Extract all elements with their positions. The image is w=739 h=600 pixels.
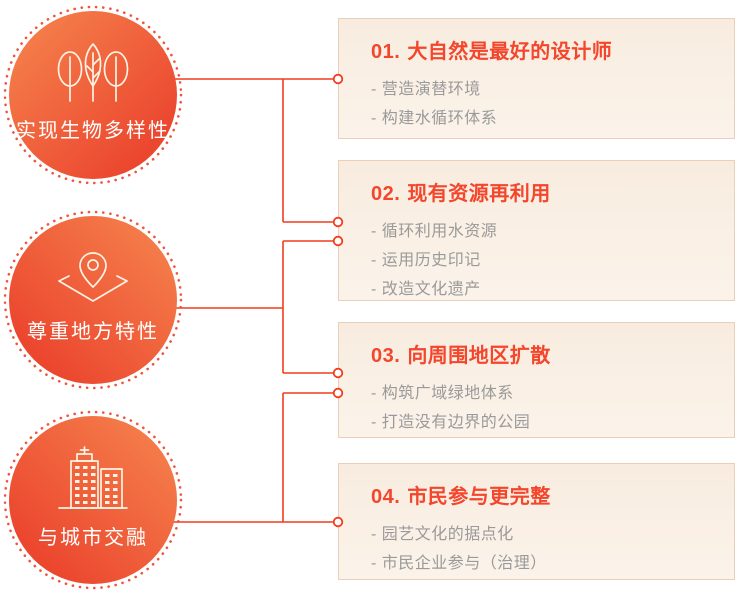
- gradient-disc: [9, 416, 177, 584]
- card-title: 03. 向周围地区扩散: [371, 343, 706, 369]
- trees-icon: [57, 42, 129, 102]
- card-title-text: 大自然是最好的设计师: [407, 41, 613, 63]
- card-04-citizen-participation: 04. 市民参与更完整 - 园艺文化的据点化 - 市民企业参与（治理）: [338, 463, 735, 580]
- card-bullet-list: - 园艺文化的据点化 - 市民企业参与（治理）: [371, 520, 706, 578]
- card-number: 02.: [371, 183, 401, 205]
- card-bullet-list: - 循环利用水资源 - 运用历史印记 - 改造文化遗产: [371, 217, 706, 304]
- bullet-item: - 园艺文化的据点化: [371, 526, 514, 543]
- bullet-item: - 营造演替环境: [371, 81, 481, 98]
- bullet-item: - 市民企业参与（治理）: [371, 555, 547, 572]
- card-title: 01. 大自然是最好的设计师: [371, 39, 706, 65]
- circle-node-local-character: 尊重地方特性: [3, 210, 183, 390]
- map-pin-icon: [58, 251, 128, 302]
- bullet-item: - 构筑广域绿地体系: [371, 385, 514, 402]
- card-01-nature-designer: 01. 大自然是最好的设计师 - 营造演替环境 - 构建水循环体系: [338, 18, 735, 139]
- circle-node-city-integration: 与城市交融: [3, 410, 183, 590]
- card-bullet-list: - 营造演替环境 - 构建水循环体系: [371, 75, 706, 133]
- card-03-spread-surroundings: 03. 向周围地区扩散 - 构筑广域绿地体系 - 打造没有边界的公园: [338, 322, 735, 438]
- connector-path-circle3: [170, 392, 334, 523]
- bullet-item: - 打造没有边界的公园: [371, 414, 531, 431]
- card-title: 02. 现有资源再利用: [371, 181, 706, 207]
- bullet-item: - 改造文化遗产: [371, 281, 481, 298]
- card-title: 04. 市民参与更完整: [371, 484, 706, 510]
- card-number: 03.: [371, 345, 401, 367]
- circle-label: 实现生物多样性: [16, 119, 170, 142]
- bullet-item: - 构建水循环体系: [371, 110, 498, 127]
- connector-path-circle1: [170, 78, 334, 223]
- circle-label: 尊重地方特性: [27, 320, 159, 343]
- connector-path-circle2: [170, 240, 334, 374]
- card-bullet-list: - 构筑广域绿地体系 - 打造没有边界的公园: [371, 379, 706, 437]
- circle-node-biodiversity: 实现生物多样性: [3, 5, 183, 185]
- card-number: 04.: [371, 486, 401, 508]
- bullet-item: - 循环利用水资源: [371, 223, 498, 240]
- card-title-text: 现有资源再利用: [407, 183, 551, 205]
- card-title-text: 向周围地区扩散: [407, 345, 551, 367]
- circle-label: 与城市交融: [38, 526, 148, 549]
- card-number: 01.: [371, 41, 401, 63]
- card-02-reuse-resources: 02. 现有资源再利用 - 循环利用水资源 - 运用历史印记 - 改造文化遗产: [338, 160, 735, 301]
- bullet-item: - 运用历史印记: [371, 252, 481, 269]
- city-buildings-icon: [58, 445, 128, 509]
- card-title-text: 市民参与更完整: [407, 486, 551, 508]
